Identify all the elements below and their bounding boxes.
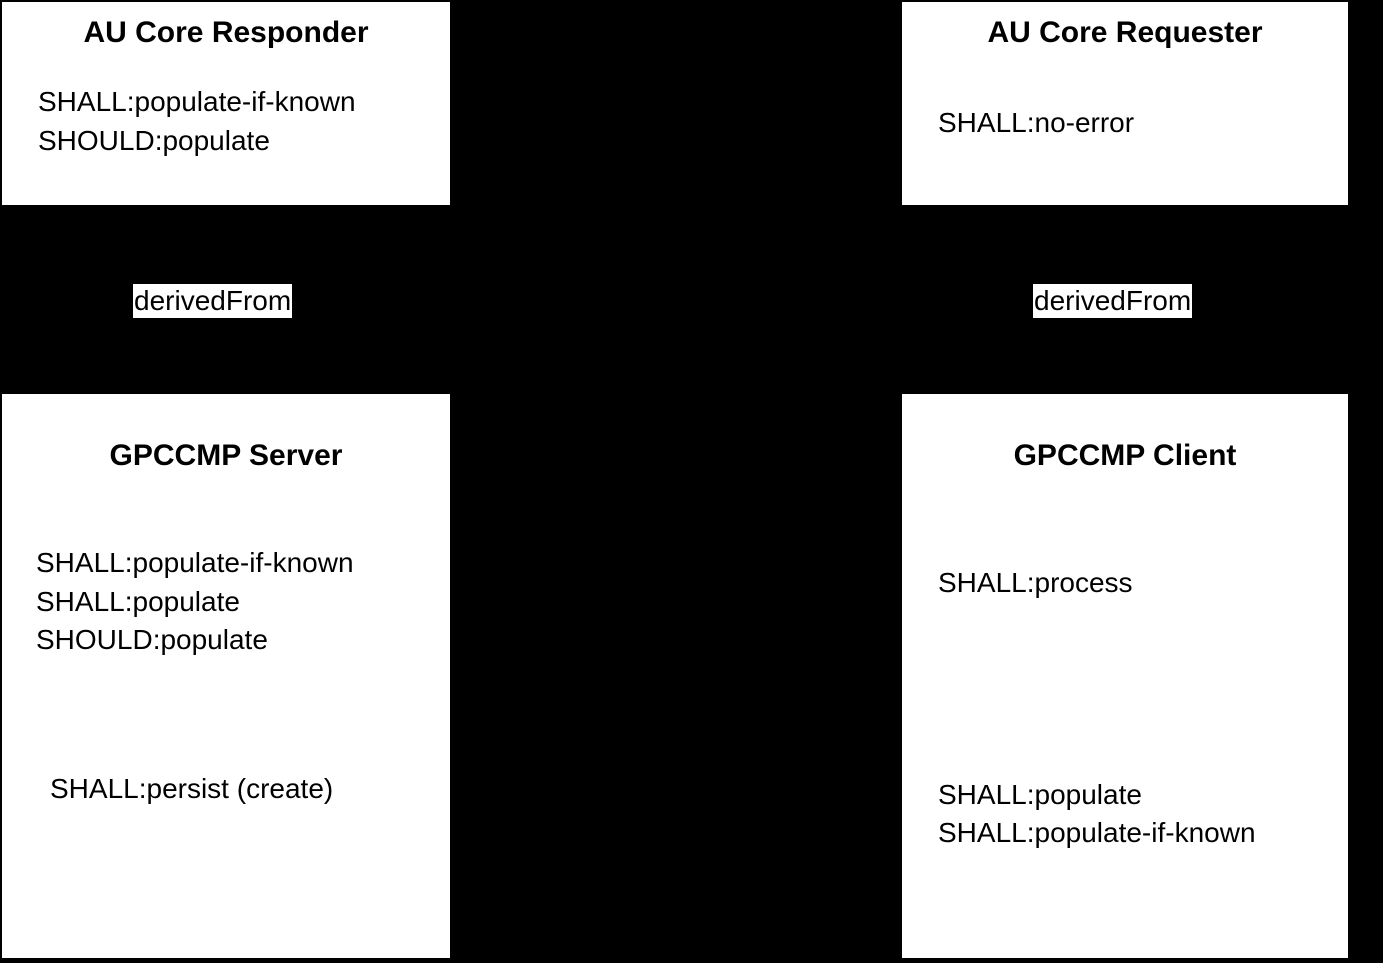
node-title: GPCCMP Client: [1013, 439, 1237, 472]
requirement-list: SHALL:no-error: [902, 104, 1348, 143]
node-title: AU Core Responder: [83, 16, 369, 49]
node-au-core-requester[interactable]: AU Core Requester SHALL:no-error: [900, 0, 1350, 207]
requirement-item: SHOULD:populate: [38, 124, 270, 156]
node-gpccmp-client[interactable]: GPCCMP Client SHALL:process SHALL:popula…: [900, 392, 1350, 960]
requirement-list: SHALL:process: [902, 564, 1348, 603]
requirement-list-secondary: SHALL:populate SHALL:populate-if-known: [902, 776, 1348, 853]
requirement-item: SHALL:process: [938, 567, 1133, 598]
requirement-list-secondary: SHALL:persist (create): [2, 770, 450, 809]
requirement-list: SHALL:populate-if-known SHOULD:populate: [2, 83, 450, 160]
node-gpccmp-server[interactable]: GPCCMP Server SHALL:populate-if-known SH…: [0, 392, 452, 960]
requirement-item: SHALL:no-error: [938, 107, 1135, 138]
requirement-item: SHALL:populate-if-known: [938, 817, 1256, 849]
node-title: AU Core Requester: [987, 16, 1263, 49]
requirement-list: SHALL:populate-if-known SHALL:populate S…: [2, 544, 450, 660]
requirement-item: SHALL:persist (create): [50, 772, 334, 804]
requirement-item: SHALL:populate: [36, 585, 240, 617]
requirement-item: SHALL:populate-if-known: [36, 547, 354, 578]
requirement-item: SHALL:populate-if-known: [38, 86, 356, 117]
node-au-core-responder[interactable]: AU Core Responder SHALL:populate-if-know…: [0, 0, 452, 207]
node-title: GPCCMP Server: [109, 439, 343, 472]
requirement-item: SHALL:populate: [938, 778, 1142, 810]
requirement-item: SHOULD:populate: [36, 624, 268, 656]
edge-label-derived-from-left: derivedFrom: [133, 284, 293, 318]
edge-label-derived-from-right: derivedFrom: [1033, 284, 1193, 318]
